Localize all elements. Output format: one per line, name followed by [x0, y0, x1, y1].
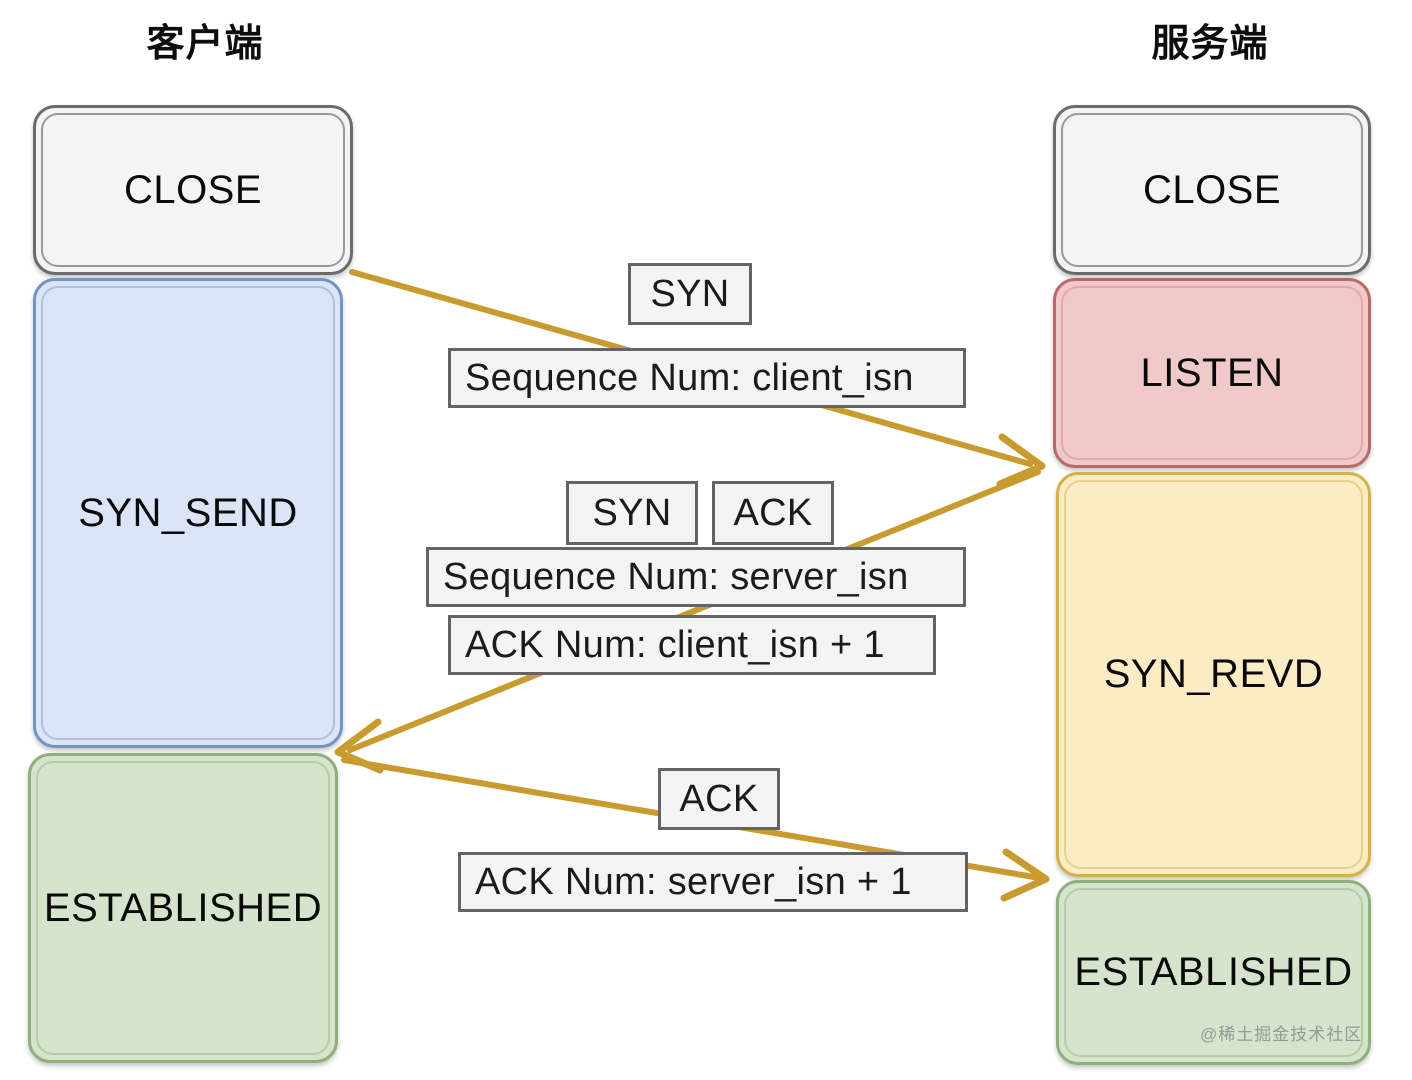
message-2-flag-ack-label: ACK [733, 491, 813, 534]
watermark-text: @稀土掘金技术社区 [1200, 1025, 1363, 1044]
server-state-syn-revd[interactable]: SYN_REVD [1056, 472, 1371, 877]
client-state-established[interactable]: ESTABLISHED [28, 753, 338, 1063]
message-2-ack-num-label: ACK Num: client_isn + 1 [465, 623, 885, 666]
server-state-close[interactable]: CLOSE [1053, 105, 1371, 275]
message-2-ack-num[interactable]: ACK Num: client_isn + 1 [448, 615, 936, 675]
message-3-ack-num-label: ACK Num: server_isn + 1 [475, 860, 912, 903]
client-state-established-label: ESTABLISHED [43, 885, 323, 930]
message-2-flag-syn-label: SYN [592, 491, 672, 534]
message-2-sequence-num[interactable]: Sequence Num: server_isn [426, 547, 966, 607]
server-state-listen[interactable]: LISTEN [1053, 278, 1371, 468]
server-state-syn-revd-label: SYN_REVD [1103, 652, 1324, 696]
message-3-flag-ack-label: ACK [679, 777, 759, 820]
client-state-syn-send[interactable]: SYN_SEND [33, 278, 343, 748]
client-state-close-label: CLOSE [123, 167, 263, 212]
client-state-syn-send-label: SYN_SEND [78, 490, 298, 535]
message-2-flag-ack[interactable]: ACK [712, 481, 834, 545]
message-1-sequence-num-label: Sequence Num: client_isn [465, 356, 914, 399]
server-state-listen-label: LISTEN [1140, 350, 1284, 395]
server-state-established-label: ESTABLISHED [1074, 950, 1353, 994]
message-1-flag-syn[interactable]: SYN [628, 263, 752, 325]
message-1-sequence-num[interactable]: Sequence Num: client_isn [448, 348, 966, 408]
message-2-flag-syn[interactable]: SYN [566, 481, 698, 545]
client-state-close[interactable]: CLOSE [33, 105, 353, 275]
client-column-header: 客户端 [146, 23, 264, 65]
message-2-sequence-num-label: Sequence Num: server_isn [443, 555, 909, 598]
message-3-flag-ack[interactable]: ACK [658, 768, 780, 830]
message-1-flag-syn-label: SYN [650, 272, 730, 315]
message-3-ack-num[interactable]: ACK Num: server_isn + 1 [458, 852, 968, 912]
server-state-close-label: CLOSE [1142, 167, 1282, 212]
server-column-header: 服务端 [1151, 23, 1269, 65]
